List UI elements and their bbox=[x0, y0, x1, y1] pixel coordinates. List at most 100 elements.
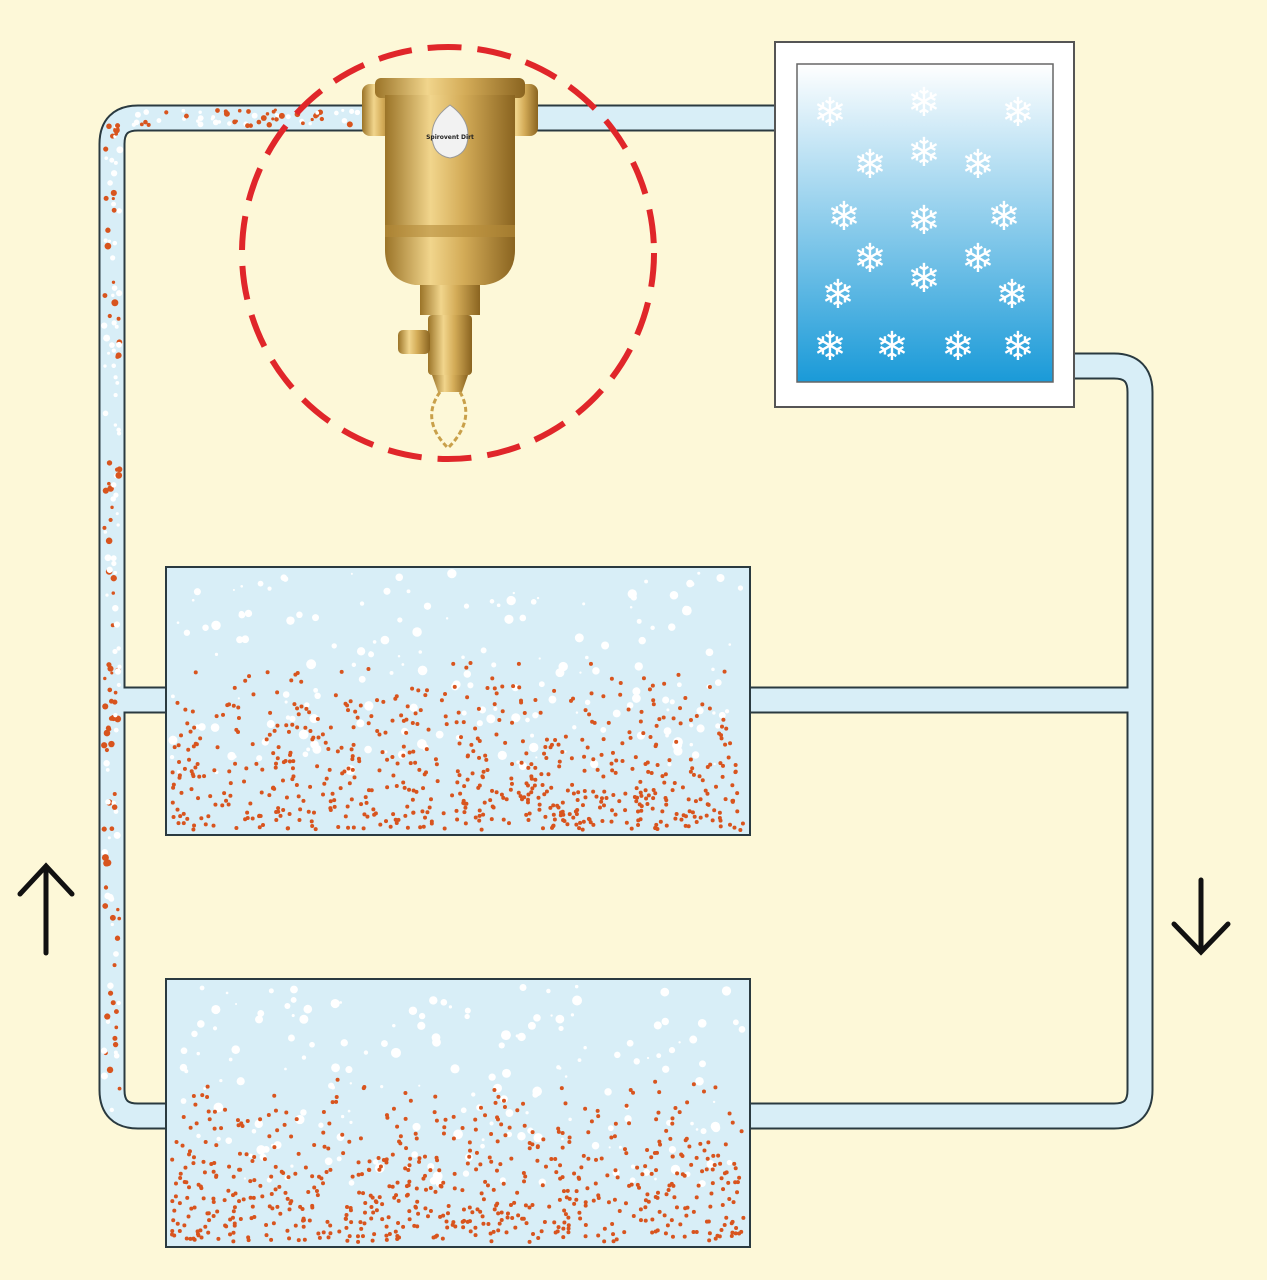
dirt-particle bbox=[411, 749, 416, 754]
dirt-particle bbox=[581, 1153, 586, 1158]
dirt-particle bbox=[304, 706, 309, 711]
dirt-particle bbox=[397, 1139, 402, 1144]
dirt-particle bbox=[421, 824, 426, 829]
dirt-particle bbox=[393, 696, 398, 701]
air-bubble bbox=[290, 985, 298, 994]
dirt-particle bbox=[349, 747, 354, 752]
dirt-particle bbox=[173, 1194, 178, 1199]
pipe-particle bbox=[110, 255, 116, 261]
pipe-particle bbox=[102, 903, 109, 909]
dirt-particle bbox=[212, 768, 217, 773]
dirt-particle bbox=[435, 779, 440, 784]
dirt-particle bbox=[275, 690, 280, 695]
air-bubble bbox=[301, 1055, 307, 1060]
dirt-particle bbox=[231, 1230, 236, 1235]
dirt-particle bbox=[654, 822, 659, 827]
dirt-particle bbox=[622, 1147, 627, 1152]
dirt-particle bbox=[648, 735, 653, 740]
dirt-particle bbox=[207, 1218, 212, 1223]
dirt-particle bbox=[609, 1135, 614, 1140]
dirt-particle bbox=[501, 1098, 506, 1103]
dirt-particle bbox=[703, 788, 708, 793]
dirt-particle bbox=[635, 1165, 640, 1170]
dirt-particle bbox=[547, 1204, 552, 1209]
dirt-particle bbox=[511, 684, 516, 689]
dirt-particle bbox=[170, 770, 175, 775]
dirt-particle bbox=[478, 1209, 483, 1214]
dirt-particle bbox=[655, 763, 660, 768]
dirt-particle bbox=[611, 1239, 616, 1244]
dirt-particle bbox=[177, 759, 182, 764]
dirt-particle bbox=[178, 814, 183, 819]
dirt-particle bbox=[179, 790, 184, 795]
dirt-particle bbox=[602, 1226, 607, 1231]
dirt-particle bbox=[174, 1140, 179, 1145]
dirt-particle bbox=[730, 1230, 735, 1235]
air-bubble bbox=[546, 988, 551, 994]
air-bubble bbox=[331, 1063, 340, 1073]
air-bubble bbox=[644, 579, 649, 584]
dirt-particle bbox=[243, 817, 248, 822]
dirt-particle bbox=[726, 1180, 731, 1185]
dirt-particle bbox=[240, 1123, 245, 1128]
dirt-particle bbox=[326, 1146, 331, 1151]
air-bubble bbox=[706, 1160, 715, 1168]
dirt-particle bbox=[228, 1232, 233, 1237]
air-bubble bbox=[330, 998, 340, 1009]
dirt-particle bbox=[553, 1230, 558, 1235]
dirt-particle bbox=[335, 749, 340, 754]
air-bubble bbox=[351, 662, 357, 668]
air-bubble bbox=[697, 571, 701, 575]
dirt-particle bbox=[182, 1180, 187, 1185]
dirt-particle bbox=[423, 693, 428, 698]
dirt-particle bbox=[494, 1168, 499, 1173]
dirt-particle bbox=[539, 772, 544, 777]
dirt-particle bbox=[501, 817, 506, 822]
air-bubble bbox=[298, 729, 309, 740]
dirt-particle bbox=[679, 817, 684, 822]
air-bubble bbox=[669, 699, 675, 705]
dirt-particle bbox=[474, 1167, 479, 1172]
air-bubble bbox=[464, 1013, 470, 1020]
dirt-particle bbox=[627, 1121, 632, 1126]
dirt-particle bbox=[212, 1109, 217, 1114]
dirt-particle bbox=[718, 761, 723, 766]
dirt-particle bbox=[290, 777, 295, 782]
pipe-particle bbox=[106, 460, 113, 466]
air-bubble bbox=[176, 621, 180, 624]
dirt-particle bbox=[396, 1198, 401, 1203]
dirt-particle bbox=[718, 1161, 723, 1166]
dirt-particle bbox=[293, 1171, 298, 1176]
dirt-particle bbox=[187, 1185, 192, 1190]
air-bubble bbox=[350, 572, 353, 575]
dirt-particle bbox=[404, 1146, 409, 1151]
dirt-particle bbox=[293, 672, 298, 677]
dirt-particle bbox=[732, 1161, 737, 1166]
air-bubble bbox=[527, 1021, 536, 1030]
air-bubble bbox=[568, 1117, 572, 1122]
pipe-particle bbox=[217, 120, 222, 124]
air-bubble bbox=[336, 1156, 342, 1162]
dirt-particle bbox=[690, 766, 695, 771]
dirt-particle bbox=[359, 1172, 364, 1177]
dirt-particle bbox=[193, 765, 198, 770]
pipe-particle bbox=[111, 348, 116, 353]
dirt-particle bbox=[610, 768, 615, 773]
pipe-particle bbox=[101, 322, 108, 329]
dirt-particle bbox=[316, 1231, 321, 1236]
dirt-particle bbox=[232, 685, 237, 690]
pipe-particle bbox=[110, 496, 116, 502]
dirt-particle bbox=[414, 1186, 419, 1191]
arrow-down-icon bbox=[1171, 877, 1231, 956]
dirt-particle bbox=[303, 725, 308, 730]
dirt-particle bbox=[560, 800, 565, 805]
dirt-particle bbox=[371, 807, 376, 812]
dirt-particle bbox=[214, 714, 219, 719]
dirt-particle bbox=[517, 685, 522, 690]
dirt-particle bbox=[417, 1159, 422, 1164]
pipe-particle bbox=[107, 239, 111, 243]
air-bubble bbox=[236, 636, 244, 644]
pipe-particle bbox=[184, 113, 189, 119]
pipe-particle bbox=[113, 809, 119, 814]
dirt-particle bbox=[307, 1218, 312, 1223]
